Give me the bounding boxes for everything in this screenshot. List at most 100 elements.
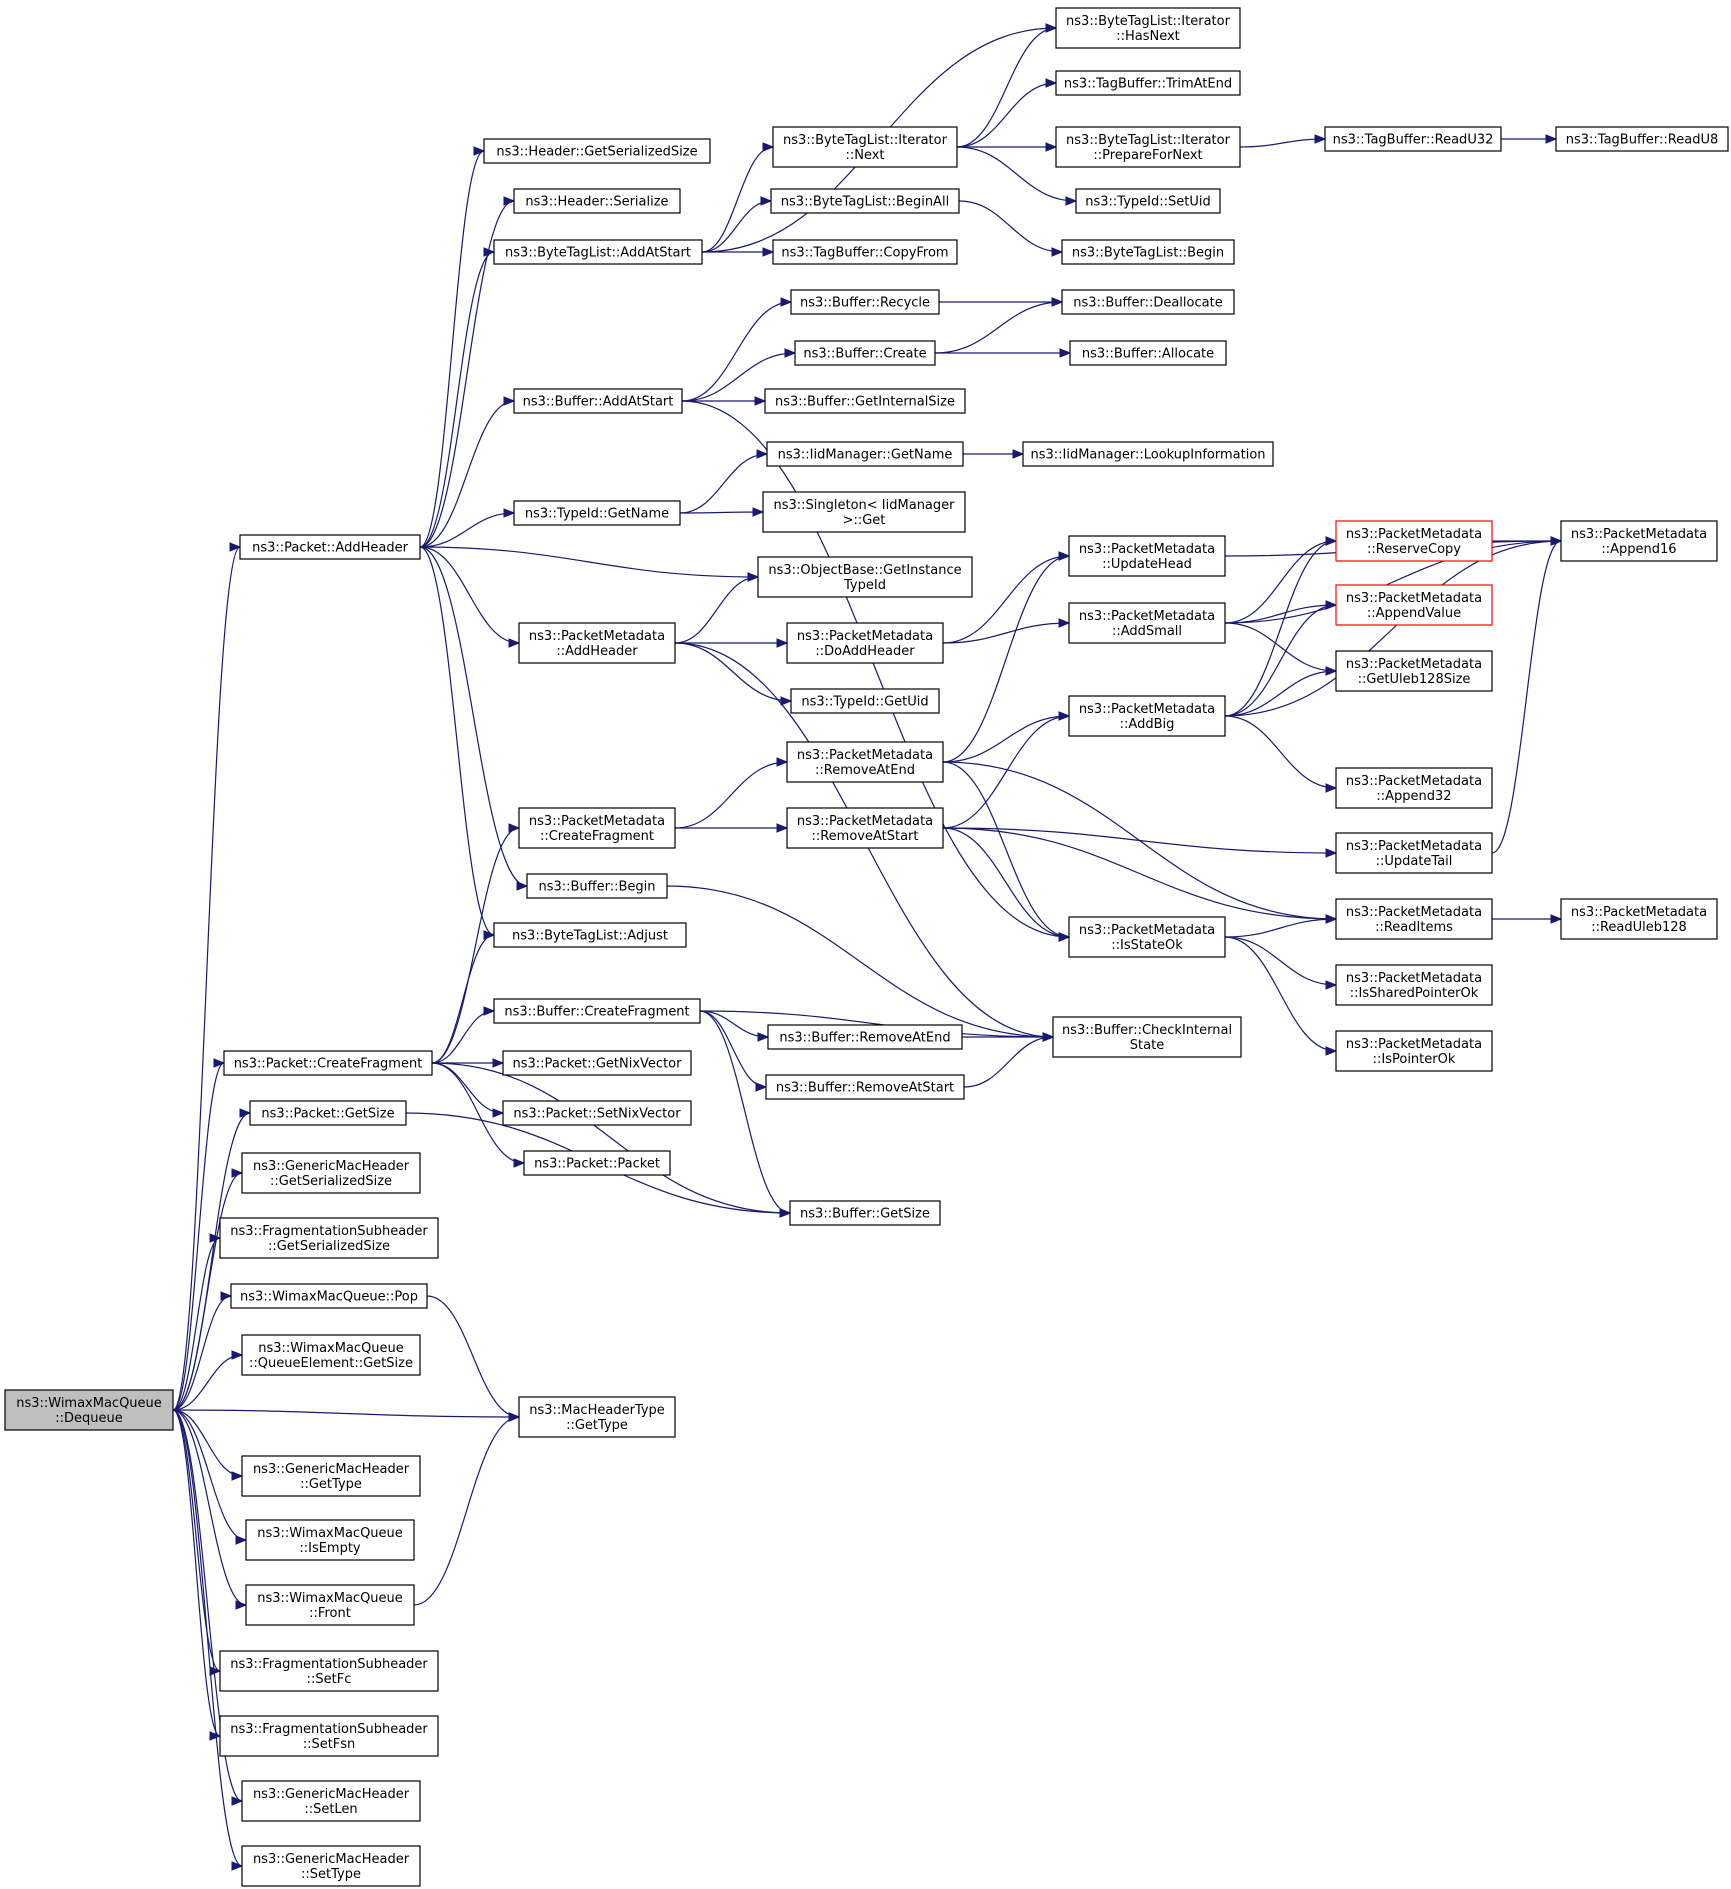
node-pm-add-big[interactable]: ns3::PacketMetadata::AddBig [1068, 695, 1226, 737]
node-p-packet[interactable]: ns3::Packet::Packet [523, 1150, 671, 1176]
node-buf-remove-at-end[interactable]: ns3::Buffer::RemoveAtEnd [767, 1024, 963, 1050]
node-wmq-pop[interactable]: ns3::WimaxMacQueue::Pop [230, 1283, 428, 1309]
node-label: ns3::PacketMetadata [1346, 591, 1482, 606]
node-label: ns3::FragmentationSubheader [230, 1657, 428, 1672]
node-p-set-nix-vector[interactable]: ns3::Packet::SetNixVector [502, 1100, 692, 1126]
node-buf-begin[interactable]: ns3::Buffer::Begin [526, 873, 668, 899]
node-pm-read-items[interactable]: ns3::PacketMetadata::ReadItems [1335, 898, 1493, 940]
node-label: ns3::TagBuffer::CopyFrom [781, 246, 948, 261]
node-singleton-get[interactable]: ns3::Singleton< IidManager>::Get [762, 491, 966, 533]
node-qe-get-size[interactable]: ns3::WimaxMacQueue::QueueElement::GetSiz… [241, 1334, 421, 1376]
node-pm-add-small[interactable]: ns3::PacketMetadata::AddSmall [1068, 602, 1226, 644]
node-label: ns3::TypeId::SetUid [1085, 195, 1210, 210]
node-btli-prepare-for-next[interactable]: ns3::ByteTagList::Iterator::PrepareForNe… [1055, 126, 1241, 168]
node-fs-get-ser-size[interactable]: ns3::FragmentationSubheader::GetSerializ… [219, 1217, 439, 1259]
node-box [219, 1650, 439, 1692]
node-pm-reserve-copy[interactable]: ns3::PacketMetadata::ReserveCopy [1335, 520, 1493, 562]
node-pm-read-uleb128[interactable]: ns3::PacketMetadata::ReadUleb128 [1560, 898, 1718, 940]
node-wmq-is-empty[interactable]: ns3::WimaxMacQueue::IsEmpty [245, 1519, 415, 1561]
node-fs-set-fc[interactable]: ns3::FragmentationSubheader::SetFc [219, 1650, 439, 1692]
node-tb-read-u32[interactable]: ns3::TagBuffer::ReadU32 [1324, 126, 1502, 152]
node-box [762, 491, 966, 533]
node-pm-get-uleb128-size[interactable]: ns3::PacketMetadata::GetUleb128Size [1335, 650, 1493, 692]
node-pm-update-tail[interactable]: ns3::PacketMetadata::UpdateTail [1335, 832, 1493, 874]
node-pm-add-header[interactable]: ns3::PacketMetadata::AddHeader [518, 622, 676, 664]
node-box [1068, 695, 1226, 737]
node-label: ns3::PacketMetadata [1346, 839, 1482, 854]
node-gmh-get-ser-size[interactable]: ns3::GenericMacHeader::GetSerializedSize [241, 1152, 421, 1194]
node-tb-copy-from[interactable]: ns3::TagBuffer::CopyFrom [772, 239, 958, 265]
arrowhead [508, 823, 521, 833]
node-box [518, 807, 676, 849]
node-btl-add-at-start[interactable]: ns3::ByteTagList::AddAtStart [493, 239, 703, 265]
node-pm-do-add-header[interactable]: ns3::PacketMetadata::DoAddHeader [786, 622, 944, 664]
node-p-get-size[interactable]: ns3::Packet::GetSize [249, 1100, 407, 1126]
node-buf-deallocate[interactable]: ns3::Buffer::Deallocate [1061, 289, 1235, 315]
node-buf-recycle[interactable]: ns3::Buffer::Recycle [790, 289, 940, 315]
node-tb-trim-at-end[interactable]: ns3::TagBuffer::TrimAtEnd [1055, 70, 1241, 96]
call-edge [172, 1172, 243, 1411]
node-pm-remove-at-start[interactable]: ns3::PacketMetadata::RemoveAtStart [786, 807, 944, 849]
node-buf-get-internal-size[interactable]: ns3::Buffer::GetInternalSize [764, 388, 966, 414]
node-pm-append-value[interactable]: ns3::PacketMetadata::AppendValue [1335, 584, 1493, 626]
node-h-serialize[interactable]: ns3::Header::Serialize [513, 188, 681, 214]
node-buf-create[interactable]: ns3::Buffer::Create [794, 340, 936, 366]
node-add-header[interactable]: ns3::Packet::AddHeader [239, 534, 421, 560]
node-pm-append32[interactable]: ns3::PacketMetadata::Append32 [1335, 767, 1493, 809]
node-pm-is-shared-pointer-ok[interactable]: ns3::PacketMetadata::IsSharedPointerOk [1335, 964, 1493, 1006]
node-iid-lookup-information[interactable]: ns3::IidManager::LookupInformation [1022, 441, 1274, 467]
node-mht-get-type[interactable]: ns3::MacHeaderType::GetType [518, 1396, 676, 1438]
arrowhead [513, 1158, 526, 1168]
node-label: ns3::TagBuffer::ReadU8 [1566, 133, 1719, 148]
node-box [241, 1334, 421, 1376]
node-tid-get-name[interactable]: ns3::TypeId::GetName [513, 500, 681, 526]
node-label: ns3::Buffer::GetSize [800, 1207, 930, 1222]
node-btli-has-next[interactable]: ns3::ByteTagList::Iterator::HasNext [1055, 7, 1241, 49]
node-buf-allocate[interactable]: ns3::Buffer::Allocate [1069, 340, 1227, 366]
node-p-get-nix-vector[interactable]: ns3::Packet::GetNixVector [502, 1050, 692, 1076]
node-gmh-set-type[interactable]: ns3::GenericMacHeader::SetType [241, 1845, 421, 1887]
node-label: ns3::WimaxMacQueue::Pop [240, 1290, 418, 1305]
arrowhead [503, 396, 516, 406]
node-dq[interactable]: ns3::WimaxMacQueue::Dequeue [4, 1389, 174, 1431]
node-pm-is-state-ok[interactable]: ns3::PacketMetadata::IsStateOk [1068, 916, 1226, 958]
node-buf-create-fragment[interactable]: ns3::Buffer::CreateFragment [493, 998, 701, 1024]
call-edge [942, 622, 1070, 644]
node-tid-get-uid[interactable]: ns3::TypeId::GetUid [790, 688, 940, 714]
node-label: ns3::WimaxMacQueue [258, 1341, 404, 1356]
node-label: ::Front [309, 1606, 351, 1621]
node-h-get-ser-size[interactable]: ns3::Header::GetSerializedSize [483, 138, 711, 164]
node-gmh-set-len[interactable]: ns3::GenericMacHeader::SetLen [241, 1780, 421, 1822]
node-buf-remove-at-start[interactable]: ns3::Buffer::RemoveAtStart [765, 1074, 965, 1100]
node-gmh-get-type[interactable]: ns3::GenericMacHeader::GetType [241, 1455, 421, 1497]
node-btl-begin-all[interactable]: ns3::ByteTagList::BeginAll [770, 188, 960, 214]
node-buf-add-at-start[interactable]: ns3::Buffer::AddAtStart [513, 388, 683, 414]
node-box [245, 1584, 415, 1626]
node-iid-get-name[interactable]: ns3::IidManager::GetName [766, 441, 964, 467]
node-label: ns3::ByteTagList::Begin [1072, 246, 1224, 261]
node-box [223, 1050, 433, 1076]
node-label: ns3::Buffer::AddAtStart [523, 395, 674, 410]
arrowhead [239, 1108, 252, 1118]
node-tid-set-uid[interactable]: ns3::TypeId::SetUid [1075, 188, 1221, 214]
node-tb-read-u8[interactable]: ns3::TagBuffer::ReadU8 [1555, 126, 1729, 152]
node-pm-create-fragment[interactable]: ns3::PacketMetadata::CreateFragment [518, 807, 676, 849]
node-btl-begin[interactable]: ns3::ByteTagList::Begin [1061, 239, 1235, 265]
node-pm-remove-at-end[interactable]: ns3::PacketMetadata::RemoveAtEnd [786, 741, 944, 783]
node-pm-update-head[interactable]: ns3::PacketMetadata::UpdateHead [1068, 535, 1226, 577]
node-label: ns3::Buffer::GetInternalSize [775, 395, 955, 410]
node-fs-set-fsn[interactable]: ns3::FragmentationSubheader::SetFsn [219, 1715, 439, 1757]
node-buf-get-size[interactable]: ns3::Buffer::GetSize [789, 1200, 941, 1226]
node-wmq-front[interactable]: ns3::WimaxMacQueue::Front [245, 1584, 415, 1626]
node-btli-next[interactable]: ns3::ByteTagList::Iterator::Next [772, 126, 958, 168]
node-btl-adjust[interactable]: ns3::ByteTagList::Adjust [493, 922, 687, 948]
arrowhead [1051, 247, 1064, 257]
node-create-fragment[interactable]: ns3::Packet::CreateFragment [223, 1050, 433, 1076]
node-pm-append16[interactable]: ns3::PacketMetadata::Append16 [1560, 520, 1718, 562]
node-pm-is-pointer-ok[interactable]: ns3::PacketMetadata::IsPointerOk [1335, 1030, 1493, 1072]
node-label: ::QueueElement::GetSize [249, 1356, 413, 1371]
node-label: ::Append16 [1601, 542, 1676, 557]
node-label: ::ReserveCopy [1367, 542, 1461, 557]
